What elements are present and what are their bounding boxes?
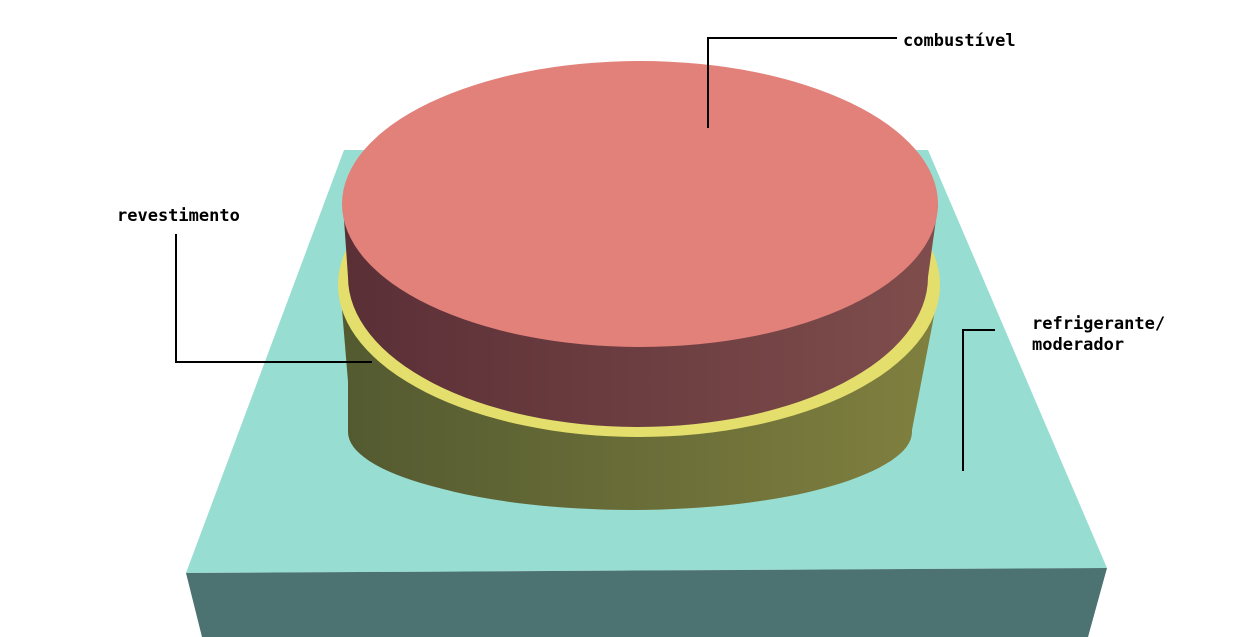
coolant-label-line1: refrigerante/: [1032, 314, 1165, 334]
coolant-label-line2: moderador: [1032, 335, 1124, 355]
fuel-top: [342, 61, 938, 347]
coolant-block-front: [186, 568, 1107, 637]
fuel-leader-line: [707, 37, 897, 128]
cladding-leader-line: [175, 234, 372, 363]
cladding-label: revestimento: [117, 206, 240, 226]
coolant-leader-line: [962, 329, 995, 471]
fuel-label: combustível: [903, 31, 1016, 51]
